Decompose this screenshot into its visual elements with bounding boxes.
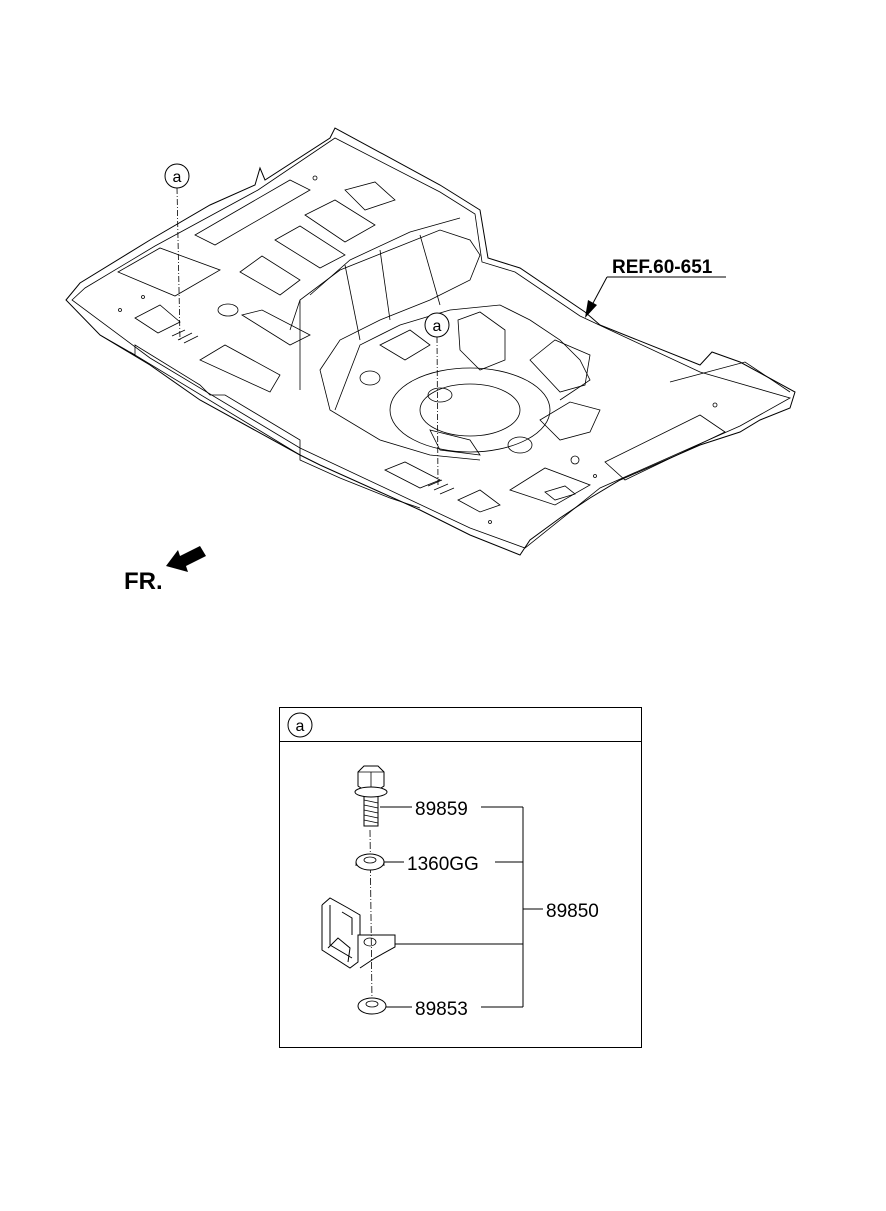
ref-callout: REF.60-651 — [585, 257, 726, 318]
tie-down-hook-illustration — [321, 897, 396, 969]
part-number-hook-assembly: 89850 — [546, 901, 599, 922]
bolt-illustration — [354, 765, 388, 827]
callout-a-center: a — [424, 312, 450, 486]
front-arrow-icon — [166, 546, 206, 572]
part-number-washer: 1360GG — [407, 854, 479, 875]
callout-a-center-label: a — [433, 318, 442, 335]
callout-a-left-label: a — [173, 169, 182, 186]
ref-arrowhead — [585, 300, 597, 318]
part-leader-lines — [380, 806, 543, 1008]
rear-floor-panel-illustration — [65, 127, 796, 556]
ref-label: REF.60-651 — [612, 257, 713, 278]
lower-washer-illustration — [357, 997, 387, 1015]
part-number-lower-washer: 89853 — [415, 999, 468, 1020]
detail-box-marker: a — [296, 718, 305, 735]
front-indicator: FR. — [124, 546, 206, 595]
part-number-bolt: 89859 — [415, 799, 468, 820]
washer-illustration — [355, 853, 385, 871]
detail-box: a — [279, 707, 642, 1048]
callout-a-left: a — [164, 163, 190, 341]
front-label: FR. — [124, 568, 163, 595]
